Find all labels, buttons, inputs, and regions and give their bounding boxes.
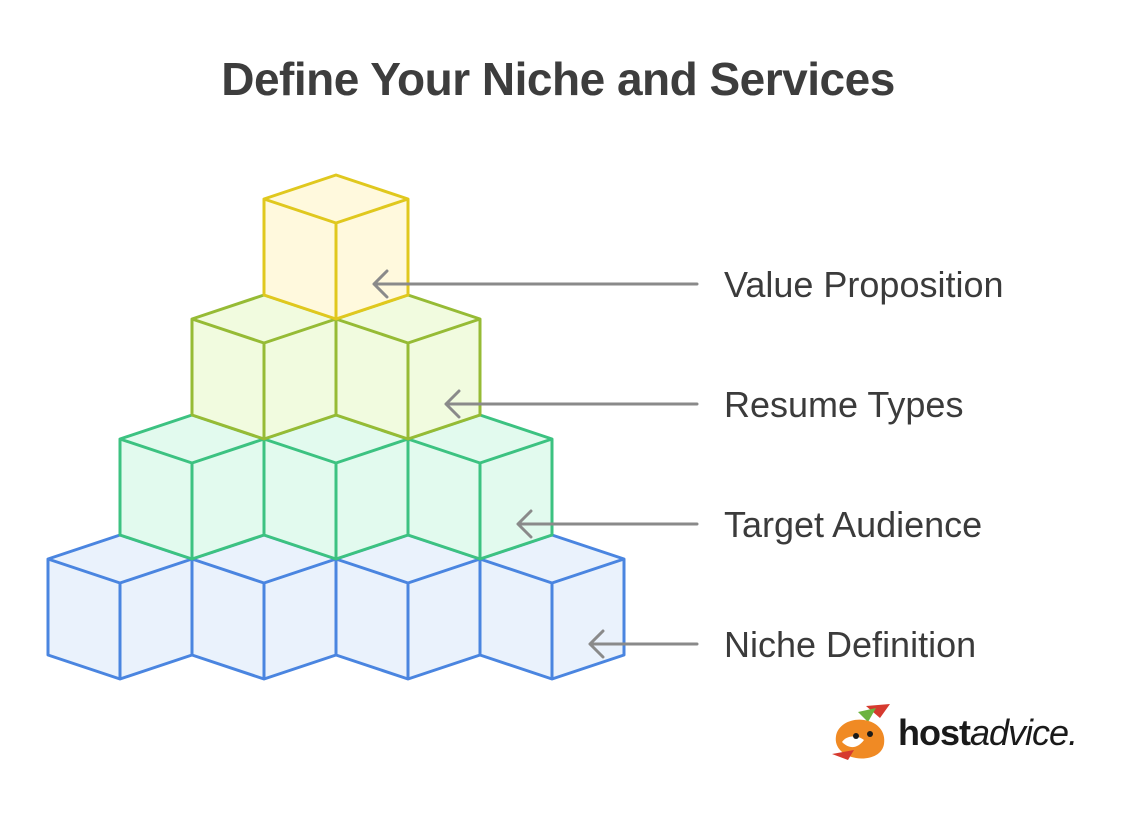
label-value-proposition: Value Proposition [724, 264, 1004, 305]
arrow-left-icon [372, 269, 699, 299]
label-target-audience: Target Audience [724, 504, 983, 545]
arrow-left-icon [444, 389, 699, 419]
brand-wordmark: hostadvice. [898, 712, 1078, 753]
layer-4-cubes [46, 533, 626, 681]
diagram-title: Define Your Niche and Services [221, 53, 895, 105]
layer-3-cubes [118, 413, 554, 561]
label-niche-definition: Niche Definition [724, 624, 977, 665]
fox-mascot-icon [832, 704, 890, 760]
layer-1-cubes [262, 173, 410, 321]
label-resume-types: Resume Types [724, 384, 964, 425]
arrow-left-icon [588, 629, 699, 659]
cube-edges [262, 173, 410, 321]
arrow-left-icon [516, 509, 699, 539]
hostadvice-logo: hostadvice. [828, 702, 1098, 762]
